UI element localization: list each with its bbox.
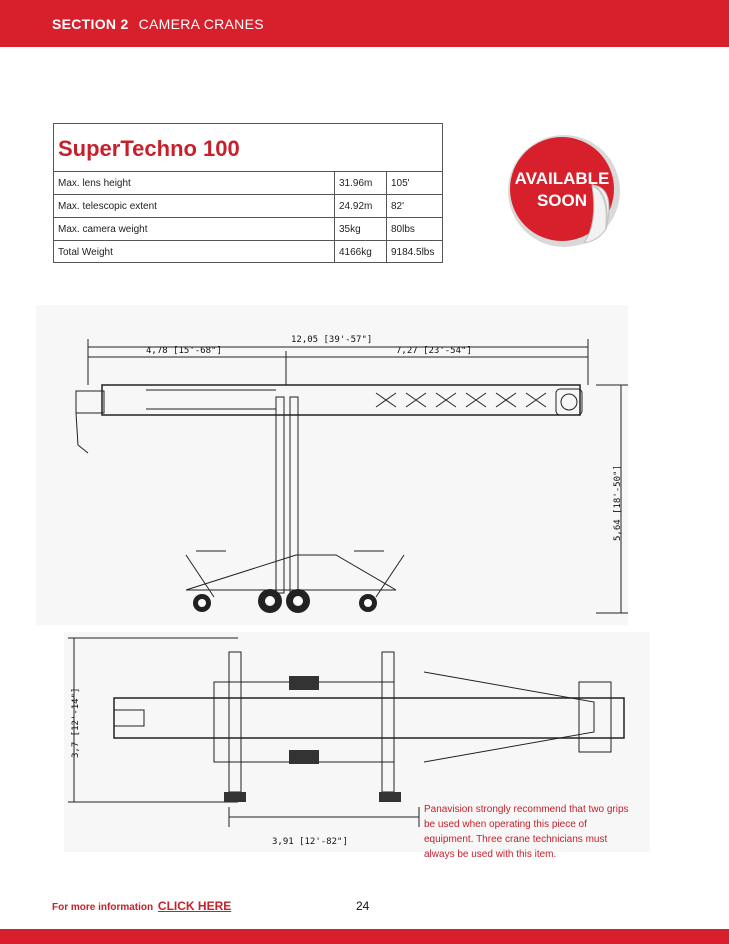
spec-imperial: 82' [391,200,405,212]
spec-name: Max. telescopic extent [54,195,335,217]
page-number: 24 [356,899,370,913]
spec-imperial: 80lbs [391,223,415,235]
spec-metric: 35kg [335,218,387,240]
section-header: SECTION 2 CAMERA CRANES [0,0,729,47]
spec-metric: 24.92m [335,195,387,217]
spec-row: Total Weight 4166kg 9184.5lbs [54,240,442,263]
badge-line-1: AVAILABLE [514,169,610,188]
badge-text: AVAILABLE SOON [506,168,618,212]
spec-name: Max. lens height [54,172,335,194]
spec-row: Max. camera weight 35kg 80lbs [54,217,442,240]
spec-metric: 4166kg [335,241,387,263]
dim-base-label: 3,91 [12'-82"] [272,837,348,847]
spec-imperial: 9184.5lbs [391,246,435,258]
spec-row: Max. lens height 31.96m 105' [54,171,442,194]
dim-right-label: 7,27 [23'-54"] [396,346,472,356]
more-info-text: For more information [52,902,154,913]
spec-metric: 31.96m [335,172,387,194]
spec-name: Max. camera weight [54,218,335,240]
more-info: For more information CLICK HERE [52,899,231,913]
section-title: CAMERA CRANES [138,15,264,32]
safety-note: Panavision strongly recommend that two g… [424,804,629,860]
dim-height-label: 5,64 [18'-50"] [613,465,623,541]
spec-imperial: 105' [391,177,410,189]
available-soon-badge [508,135,620,247]
footer-bar [0,929,729,944]
dim-width-label: 3,7 [12'-14"] [71,688,81,758]
badge-line-2: SOON [536,191,588,210]
dim-left-label: 4,78 [15'-68"] [146,346,222,356]
spec-name: Total Weight [54,241,335,263]
spec-row: Max. telescopic extent 24.92m 82' [54,194,442,217]
crane-top-view-drawing: 3,7 [12'-14"] 3,91 [12'-82"] [64,632,650,852]
section-label: SECTION 2 [52,15,129,32]
crane-side-view-drawing: 12,05 [39'-57"] 4,78 [15'-68"] 7,27 [23'… [36,305,628,625]
spec-table: SuperTechno 100 Max. lens height 31.96m … [53,123,443,263]
click-here-link[interactable]: CLICK HERE [157,899,232,913]
dim-total-label: 12,05 [39'-57"] [291,335,372,345]
product-title: SuperTechno 100 [58,136,240,161]
